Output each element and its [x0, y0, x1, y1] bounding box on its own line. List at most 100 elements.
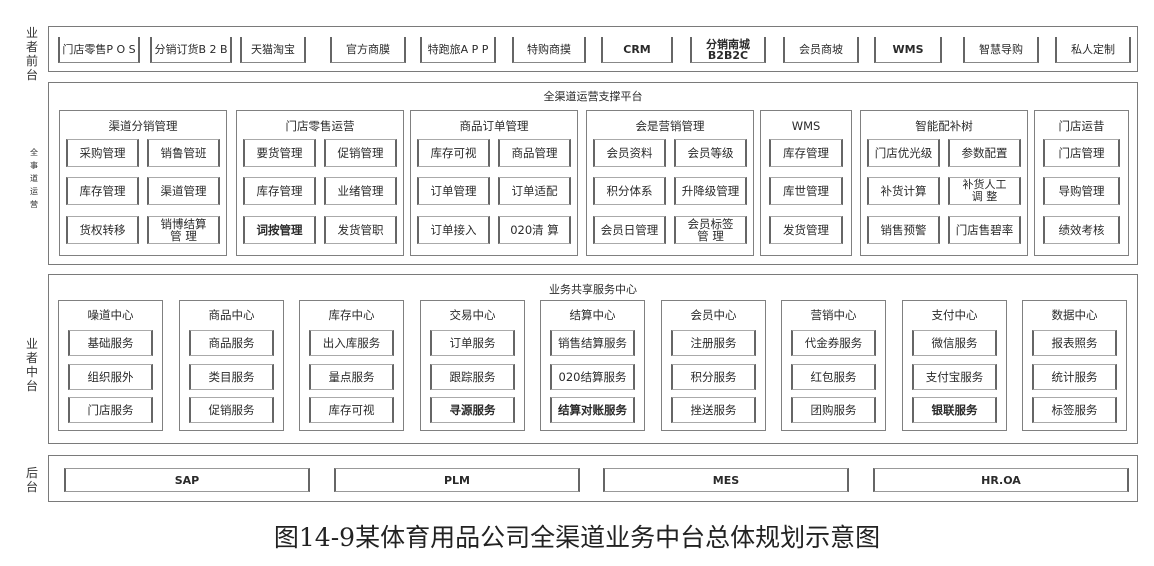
platform-group-title: 商品订单管理 [459, 119, 529, 133]
platform-cell[interactable]: 销博结算 管 理 [147, 216, 220, 244]
front-item[interactable]: 私人定制 [1055, 37, 1131, 63]
service-item[interactable]: 组织服外 [68, 364, 153, 390]
service-item[interactable]: 销售结算服务 [550, 330, 635, 356]
platform-cell[interactable]: 会员等级 [674, 139, 747, 167]
platform-cell[interactable]: 门店管理 [1043, 139, 1120, 167]
service-item[interactable]: 订单服务 [430, 330, 515, 356]
platform-cell[interactable]: 货权转移 [66, 216, 139, 244]
platform-cell[interactable]: 订单管理 [417, 177, 490, 205]
service-item[interactable]: 统计服务 [1032, 364, 1117, 390]
service-item[interactable]: 注册服务 [671, 330, 756, 356]
platform-cell[interactable]: 库存管理 [769, 139, 843, 167]
platform-cell[interactable]: 业绪管理 [324, 177, 397, 205]
platform-cell[interactable]: 发货管职 [324, 216, 397, 244]
backend-system[interactable]: MES [603, 468, 849, 492]
platform-cell[interactable]: 升降级管理 [674, 177, 747, 205]
platform-cell[interactable]: 订单适配 [498, 177, 571, 205]
service-center-title: 会员中心 [690, 308, 737, 322]
platform-group-title: 智能配补树 [915, 119, 973, 133]
front-item[interactable]: CRM [601, 37, 673, 63]
service-item[interactable]: 寻源服务 [430, 397, 515, 423]
platform-cell[interactable]: 要货管理 [243, 139, 316, 167]
platform-cell[interactable]: 订单接入 [417, 216, 490, 244]
middle-title: 业务共享服务中心 [549, 283, 637, 296]
platform-cell[interactable]: 销售预警 [867, 216, 940, 244]
platform-cell[interactable]: 会员资料 [593, 139, 666, 167]
platform-cell[interactable]: 会员日管理 [593, 216, 666, 244]
platform-cell[interactable]: 门店售碧率 [948, 216, 1021, 244]
platform-group-title: 会是营销管理 [635, 119, 705, 133]
platform-cell[interactable]: 补货人工 调 整 [948, 177, 1021, 205]
platform-cell[interactable]: 导购管理 [1043, 177, 1120, 205]
service-item[interactable]: 团购服务 [791, 397, 876, 423]
platform-cell[interactable]: 采购管理 [66, 139, 139, 167]
service-item[interactable]: 类目服务 [189, 364, 274, 390]
platform-group-title: WMS [791, 119, 821, 133]
service-item[interactable]: 结算对账服务 [550, 397, 635, 423]
front-item[interactable]: 官方商膜 [330, 37, 406, 63]
service-center-title: 噪道中心 [87, 308, 134, 322]
service-item[interactable]: 积分服务 [671, 364, 756, 390]
service-item[interactable]: 标签服务 [1032, 397, 1117, 423]
platform-cell[interactable]: 渠道管理 [147, 177, 220, 205]
front-item[interactable]: 分销订货B 2 B [150, 37, 232, 63]
service-item[interactable]: 红包服务 [791, 364, 876, 390]
platform-title: 全渠道运营支撑平台 [543, 90, 643, 103]
platform-cell[interactable]: 销鲁管班 [147, 139, 220, 167]
service-item[interactable]: 门店服务 [68, 397, 153, 423]
platform-cell[interactable]: 商品管理 [498, 139, 571, 167]
service-item[interactable]: 商品服务 [189, 330, 274, 356]
row-label-front: 业 者 前 台 [25, 26, 38, 82]
platform-group-title: 渠道分销管理 [108, 119, 178, 133]
service-item[interactable]: 微信服务 [912, 330, 997, 356]
backend-system[interactable]: PLM [334, 468, 580, 492]
platform-cell[interactable]: 参数配置 [948, 139, 1021, 167]
row-label-platform: 全 事 道 运 营 [30, 148, 38, 209]
service-item[interactable]: 报表照务 [1032, 330, 1117, 356]
service-item[interactable]: 代金券服务 [791, 330, 876, 356]
service-item[interactable]: 基础服务 [68, 330, 153, 356]
front-item[interactable]: 智慧导购 [963, 37, 1039, 63]
platform-cell[interactable]: 库世管理 [769, 177, 843, 205]
front-item[interactable]: 天猫淘宝 [240, 37, 306, 63]
service-item[interactable]: 020结算服务 [550, 364, 635, 390]
platform-cell[interactable]: 绩效考核 [1043, 216, 1120, 244]
front-item[interactable]: 特购商摸 [512, 37, 586, 63]
service-center-title: 库存中心 [328, 308, 375, 322]
platform-cell[interactable]: 库存管理 [243, 177, 316, 205]
platform-cell[interactable]: 库存可视 [417, 139, 490, 167]
service-item[interactable]: 促销服务 [189, 397, 274, 423]
front-item[interactable]: 特跑旅A P P [420, 37, 496, 63]
platform-cell[interactable]: 促销管理 [324, 139, 397, 167]
service-center-title: 营销中心 [810, 308, 857, 322]
platform-cell[interactable]: 会员标签 管 理 [674, 216, 747, 244]
service-center-title: 交易中心 [449, 308, 496, 322]
platform-cell[interactable]: 发货管理 [769, 216, 843, 244]
service-item[interactable]: 挫送服务 [671, 397, 756, 423]
row-label-middle: 业 者 中 台 [25, 337, 38, 393]
backend-system[interactable]: SAP [64, 468, 310, 492]
service-item[interactable]: 量点服务 [309, 364, 394, 390]
front-item[interactable]: 分销南城 B2B2C [690, 37, 766, 63]
service-item[interactable]: 支付宝服务 [912, 364, 997, 390]
figure-caption: 图14-9某体育用品公司全渠道业务中台总体规划示意图 [273, 523, 881, 552]
service-center-title: 结算中心 [569, 308, 616, 322]
front-item[interactable]: WMS [874, 37, 942, 63]
front-item[interactable]: 会员商坡 [783, 37, 859, 63]
platform-cell[interactable]: 库存管理 [66, 177, 139, 205]
platform-cell[interactable]: 020清 算 [498, 216, 571, 244]
backend-system[interactable]: HR.OA [873, 468, 1129, 492]
service-item[interactable]: 银联服务 [912, 397, 997, 423]
platform-cell[interactable]: 积分体系 [593, 177, 666, 205]
service-center-title: 支付中心 [931, 308, 978, 322]
platform-cell[interactable]: 门店优光级 [867, 139, 940, 167]
front-item[interactable]: 门店零售P O S [58, 37, 140, 63]
service-item[interactable]: 跟踪服务 [430, 364, 515, 390]
platform-cell[interactable]: 补货计算 [867, 177, 940, 205]
platform-group-title: 门店零售运营 [285, 119, 355, 133]
service-center-title: 商品中心 [208, 308, 255, 322]
service-item[interactable]: 库存可视 [309, 397, 394, 423]
service-center-title: 数据中心 [1051, 308, 1098, 322]
service-item[interactable]: 出入库服务 [309, 330, 394, 356]
platform-cell[interactable]: 词按管理 [243, 216, 316, 244]
